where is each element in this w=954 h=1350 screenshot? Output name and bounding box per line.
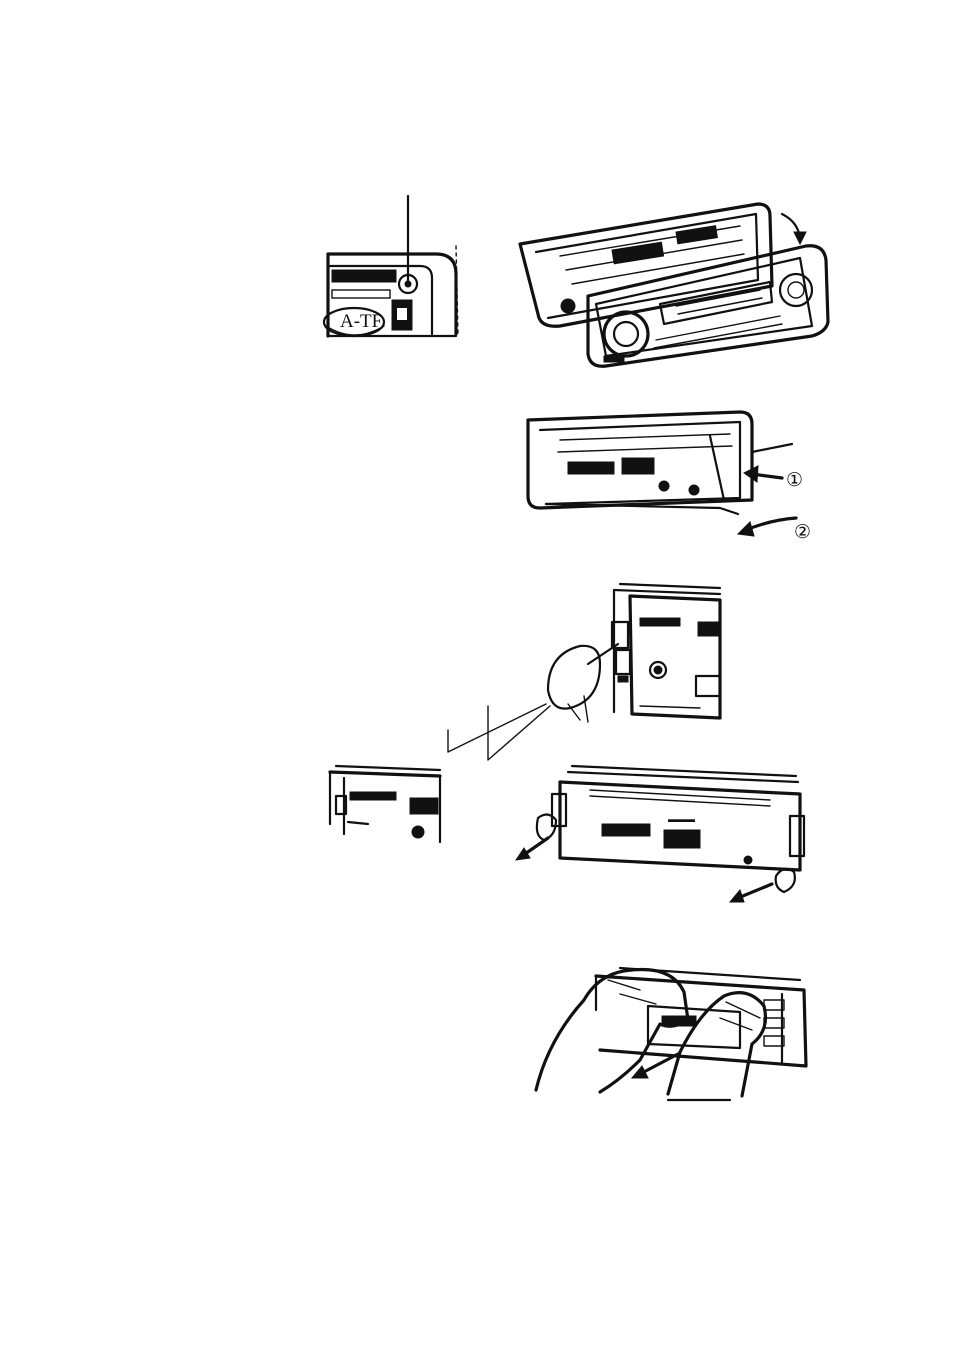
- step-2-label: ②: [794, 522, 811, 543]
- fig-remove-faceplate: [520, 204, 828, 366]
- fig-hands-pull-unit: [536, 968, 806, 1100]
- chassis-bezel: [520, 204, 772, 326]
- arrow-step-2: [746, 518, 796, 530]
- right-pull-arrow: [738, 884, 772, 898]
- svg-text:▬▬▬: ▬▬▬: [668, 814, 695, 824]
- fig-release-button: A-TF: [324, 196, 458, 336]
- panel-text: A-TF: [340, 311, 382, 332]
- right-key: [776, 869, 795, 892]
- step-1-label: ①: [786, 470, 803, 491]
- left-key: [537, 814, 556, 840]
- fig-unlatch-panel: ① ②: [528, 412, 811, 543]
- key-pointer-lines: [448, 704, 550, 760]
- left-hand: [536, 969, 688, 1092]
- pull-arrow: [640, 1054, 678, 1074]
- fig-pull-out-unit: ▬▬▬: [516, 766, 804, 902]
- chassis-side: [630, 596, 720, 718]
- sleeve: [596, 976, 806, 1066]
- fig-chassis-left-partial: [330, 766, 440, 842]
- fig-insert-keys-closeup: [448, 584, 720, 760]
- display-strip: [332, 270, 396, 282]
- release-key: [548, 646, 600, 709]
- faceplate-knob: [604, 312, 648, 356]
- cable: [752, 444, 792, 452]
